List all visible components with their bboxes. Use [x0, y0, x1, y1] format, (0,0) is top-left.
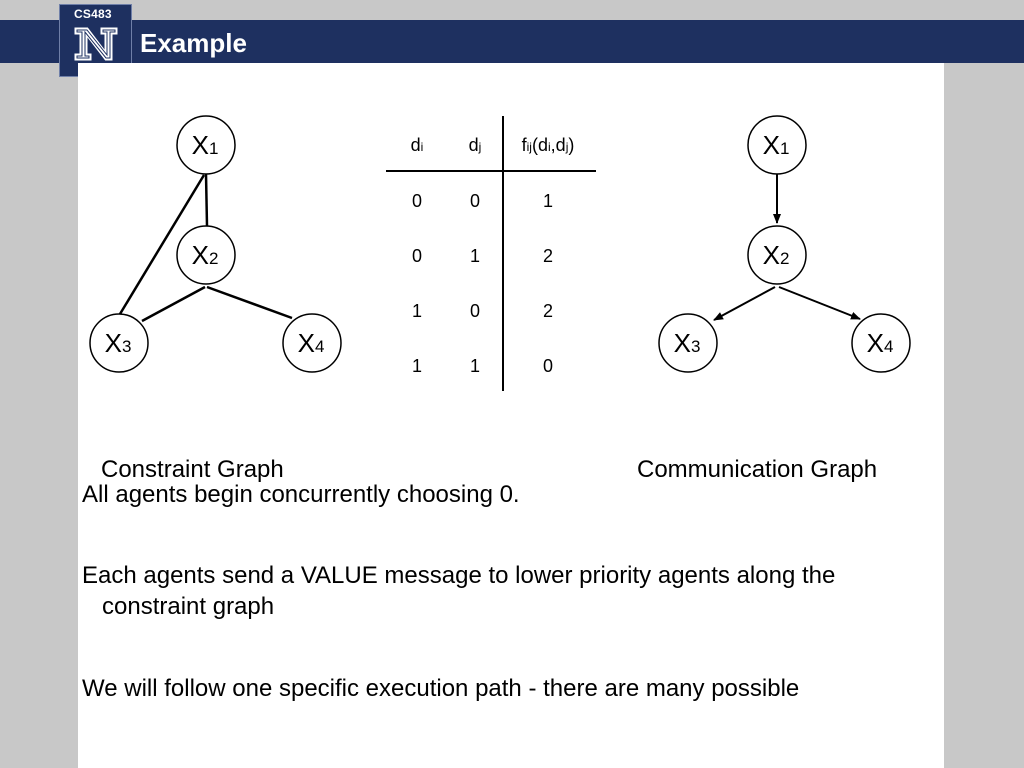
slide-title: Example: [140, 28, 247, 58]
communication-node-x3: [658, 313, 718, 373]
title-banner: [0, 20, 1024, 63]
constraint-node-x3: [89, 313, 149, 373]
table-cell-r4-c2: 1: [470, 356, 480, 376]
communication-edge-x2-x3: [713, 286, 776, 321]
bullet-3: We will follow one specific execution pa…: [82, 673, 799, 704]
table-cell-r2-c3: 2: [543, 246, 553, 266]
bullet-3-text: We will follow one specific execution pa…: [82, 675, 800, 702]
table-cell-r1-c1: 0: [412, 191, 422, 211]
bullet-2-continuation: constraint graph: [102, 593, 275, 620]
bullet-2-text: Each agents send a VALUE message to lowe…: [82, 562, 836, 589]
table-header-3: fij(di,dj): [522, 135, 575, 155]
table-header-1: di: [411, 135, 424, 155]
table-cell-r1-c3: 1: [543, 191, 553, 211]
table-cell-r3-c3: 2: [543, 301, 553, 321]
communication-node-x1: [747, 115, 807, 175]
communication-node-x2: [747, 225, 807, 285]
bullet-1-text: All agents begin concurrently choosing 0…: [82, 481, 520, 508]
constraint-edge-x2-x4: [206, 285, 293, 320]
constraint-edge-x1-x3: [118, 174, 206, 315]
constraint-edge-x2-x3: [141, 285, 206, 323]
constraint-node-x4: [282, 313, 342, 373]
constraint-graph-caption: Constraint Graph: [101, 456, 284, 483]
table-cell-r4-c1: 1: [412, 356, 422, 376]
bullet-1: All agents begin concurrently choosing 0…: [82, 479, 520, 510]
university-logo: CS483: [59, 4, 132, 77]
block-n-icon: [73, 26, 119, 62]
table-cell-r1-c2: 0: [470, 191, 480, 211]
communication-edge-x2-x4: [778, 286, 861, 320]
table-cell-r2-c2: 1: [470, 246, 480, 266]
table-header-2: dj: [469, 135, 482, 155]
bullet-2: Each agents send a VALUE message to lowe…: [82, 560, 942, 622]
communication-node-x4: [851, 313, 911, 373]
table-cell-r3-c1: 1: [412, 301, 422, 321]
constraint-edge-x1-x2: [204, 173, 209, 227]
constraint-node-x2: [176, 225, 236, 285]
table-cell-r4-c3: 0: [543, 356, 553, 376]
constraint-node-x1: [176, 115, 236, 175]
communication-graph-caption: Communication Graph: [637, 456, 878, 483]
table-cell-r3-c2: 0: [470, 301, 480, 321]
table-cell-r2-c1: 0: [412, 246, 422, 266]
course-label: CS483: [74, 7, 112, 21]
